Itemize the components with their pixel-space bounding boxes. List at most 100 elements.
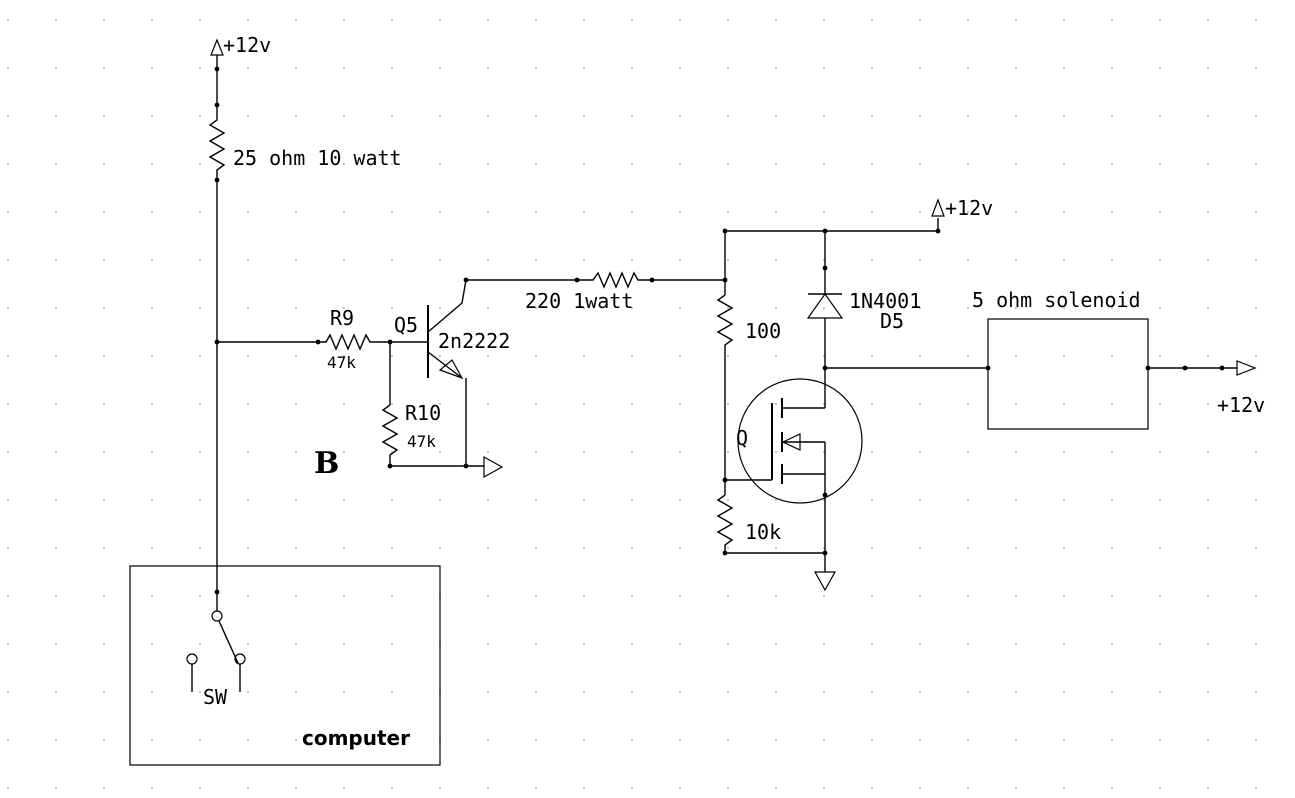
junction-dot (387, 339, 393, 345)
grid-dot (1255, 403, 1257, 405)
grid-dot (871, 355, 873, 357)
grid-dot (1111, 211, 1113, 213)
junction-dot (822, 228, 828, 234)
grid-dot (535, 67, 537, 69)
grid-dot (199, 691, 201, 693)
junction-dot (1219, 365, 1225, 371)
grid-dot (391, 19, 393, 21)
grid-dot (919, 355, 921, 357)
grid-dot (1015, 355, 1017, 357)
grid-dot (295, 403, 297, 405)
grid-dot (1015, 307, 1017, 309)
grid-dot (1255, 67, 1257, 69)
diode-d5 (806, 231, 844, 368)
grid-dot (1015, 595, 1017, 597)
grid-dot (1207, 67, 1209, 69)
grid-dot (199, 355, 201, 357)
junction-dot (214, 589, 220, 595)
grid-dot (1159, 307, 1161, 309)
junction-dot (214, 102, 220, 108)
grid-dot (247, 115, 249, 117)
grid-dot (391, 499, 393, 501)
grid-dot (151, 595, 153, 597)
junction-dot (1145, 365, 1151, 371)
grid-dot (1063, 163, 1065, 165)
grid-dot (1015, 451, 1017, 453)
grid-dot (295, 163, 297, 165)
grid-dot (391, 307, 393, 309)
grid-dot (1063, 451, 1065, 453)
grid-dot (247, 739, 249, 741)
grid-dot (7, 403, 9, 405)
grid-dot (967, 163, 969, 165)
grid-dot (775, 499, 777, 501)
grid-dot (1111, 499, 1113, 501)
grid-dot (871, 211, 873, 213)
grid-dot (1207, 211, 1209, 213)
grid-dot (1255, 643, 1257, 645)
grid-dot (679, 163, 681, 165)
grid-dot (391, 643, 393, 645)
grid-dot (7, 211, 9, 213)
grid-dot (247, 643, 249, 645)
grid-dot (583, 787, 585, 789)
grid-dot (583, 643, 585, 645)
grid-dot (1063, 355, 1065, 357)
grid-dot (439, 19, 441, 21)
grid-dot (295, 547, 297, 549)
grid-dot (1111, 307, 1113, 309)
grid-dot (103, 739, 105, 741)
grid-dot (295, 595, 297, 597)
grid-dot (919, 595, 921, 597)
grid-dot (679, 739, 681, 741)
grid-dot (151, 643, 153, 645)
grid-dot (1159, 67, 1161, 69)
grid-dot (1207, 499, 1209, 501)
grid-dot (247, 355, 249, 357)
grid-dot (295, 691, 297, 693)
grid-dot (823, 691, 825, 693)
grid-dot (919, 307, 921, 309)
supply-top-label: +12v (223, 33, 271, 57)
grid-dot (727, 403, 729, 405)
grid-dot (1015, 691, 1017, 693)
grid-dot (535, 691, 537, 693)
grid-dot (631, 451, 633, 453)
grid-dot (679, 115, 681, 117)
grid-dot (103, 547, 105, 549)
mosfet-q (725, 368, 863, 553)
grid-dot (679, 643, 681, 645)
grid-dot (151, 355, 153, 357)
grid-dot (295, 355, 297, 357)
junction-dot (985, 365, 991, 371)
grid-dot (151, 787, 153, 789)
grid-dot (103, 355, 105, 357)
grid-dot (199, 643, 201, 645)
grid-dot (151, 19, 153, 21)
grid-dot (487, 643, 489, 645)
junction-dot (649, 277, 655, 283)
grid-dot (295, 787, 297, 789)
grid-dot (775, 355, 777, 357)
grid-dot (679, 67, 681, 69)
grid-dot (871, 643, 873, 645)
grid-dot (1063, 307, 1065, 309)
grid-dot (1159, 595, 1161, 597)
grid-dot (55, 307, 57, 309)
r9-name: R9 (330, 306, 354, 330)
grid-dot (343, 211, 345, 213)
grid-dot (55, 67, 57, 69)
grid-dot (295, 19, 297, 21)
grid-dot (871, 19, 873, 21)
supply-mid-label: +12v (945, 196, 993, 220)
grid-dot (583, 307, 585, 309)
junction-dot (574, 277, 580, 283)
grid-dot (1159, 163, 1161, 165)
grid-dot (871, 691, 873, 693)
junction-dot (463, 277, 469, 283)
grid-dot (1159, 739, 1161, 741)
grid-dot (7, 691, 9, 693)
grid-dot (7, 67, 9, 69)
grid-dot (1015, 19, 1017, 21)
grid-dot (199, 163, 201, 165)
